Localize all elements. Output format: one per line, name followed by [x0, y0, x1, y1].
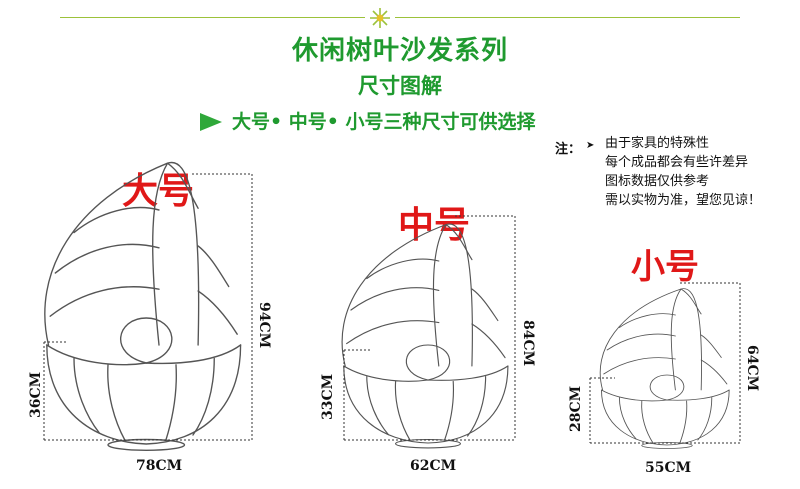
medium-seat-height-label: 33CM — [320, 373, 336, 420]
medium-sofa-drawing — [341, 215, 516, 449]
large-width-label: 78CM — [136, 458, 183, 474]
large-sofa-drawing — [43, 161, 253, 452]
large-height-label: 94CM — [256, 302, 272, 349]
note-line: 图标数据仅供参考 — [605, 174, 710, 189]
pointer-arrow-icon: ➤ — [586, 140, 595, 151]
sun-ornament-icon — [370, 8, 390, 28]
medium-size-label: 中号 — [398, 204, 471, 246]
large-seat-height-label: 36CM — [28, 371, 44, 418]
note-label: 注： — [555, 142, 582, 157]
size-options-text: 大号• 中号• 小号三种尺寸可供选择 — [232, 111, 536, 133]
small-seat-height-label: 28CM — [568, 385, 584, 432]
top-divider — [0, 17, 800, 18]
medium-width-label: 62CM — [410, 458, 457, 474]
note-line: 每个成品都会有些许差异 — [605, 155, 749, 170]
size-options-line: 大号• 中号• 小号三种尺寸可供选择 — [200, 107, 536, 134]
small-sofa-drawing — [589, 282, 741, 449]
sub-title: 尺寸图解 — [358, 74, 442, 98]
note-line: 需以实物为准，望您见谅！ — [605, 193, 762, 208]
main-title: 休闲树叶沙发系列 — [291, 36, 508, 66]
medium-height-label: 84CM — [520, 320, 536, 367]
small-height-label: 64CM — [744, 345, 760, 392]
small-width-label: 55CM — [645, 460, 692, 476]
note-line: 由于家具的特殊性 — [605, 136, 710, 151]
arrow-right-icon — [200, 113, 222, 131]
small-size-label: 小号 — [631, 247, 699, 287]
